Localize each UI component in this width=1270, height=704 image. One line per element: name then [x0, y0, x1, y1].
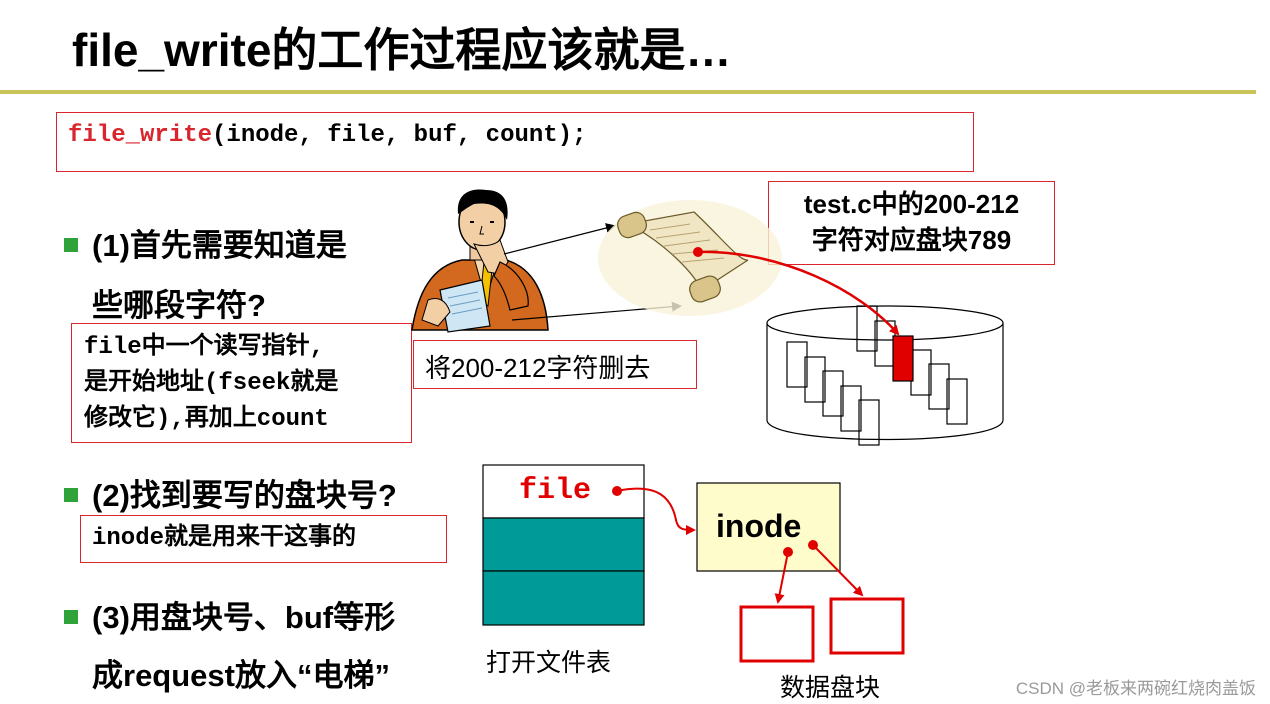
- inode-label: inode: [716, 508, 801, 545]
- file-label: file: [519, 474, 591, 508]
- data-block-2: [831, 599, 903, 653]
- data-blocks-label: 数据盘块: [780, 668, 880, 704]
- watermark: CSDN @老板来两碗红烧肉盖饭: [1016, 674, 1256, 699]
- disk-block-789: [893, 336, 913, 381]
- data-block-1: [741, 607, 813, 661]
- person-to-scroll-arrow: [504, 226, 614, 254]
- open-file-table-label: 打开文件表: [486, 643, 611, 679]
- thinking-person-icon: [412, 190, 548, 332]
- disk-cylinder-icon: [767, 306, 1003, 445]
